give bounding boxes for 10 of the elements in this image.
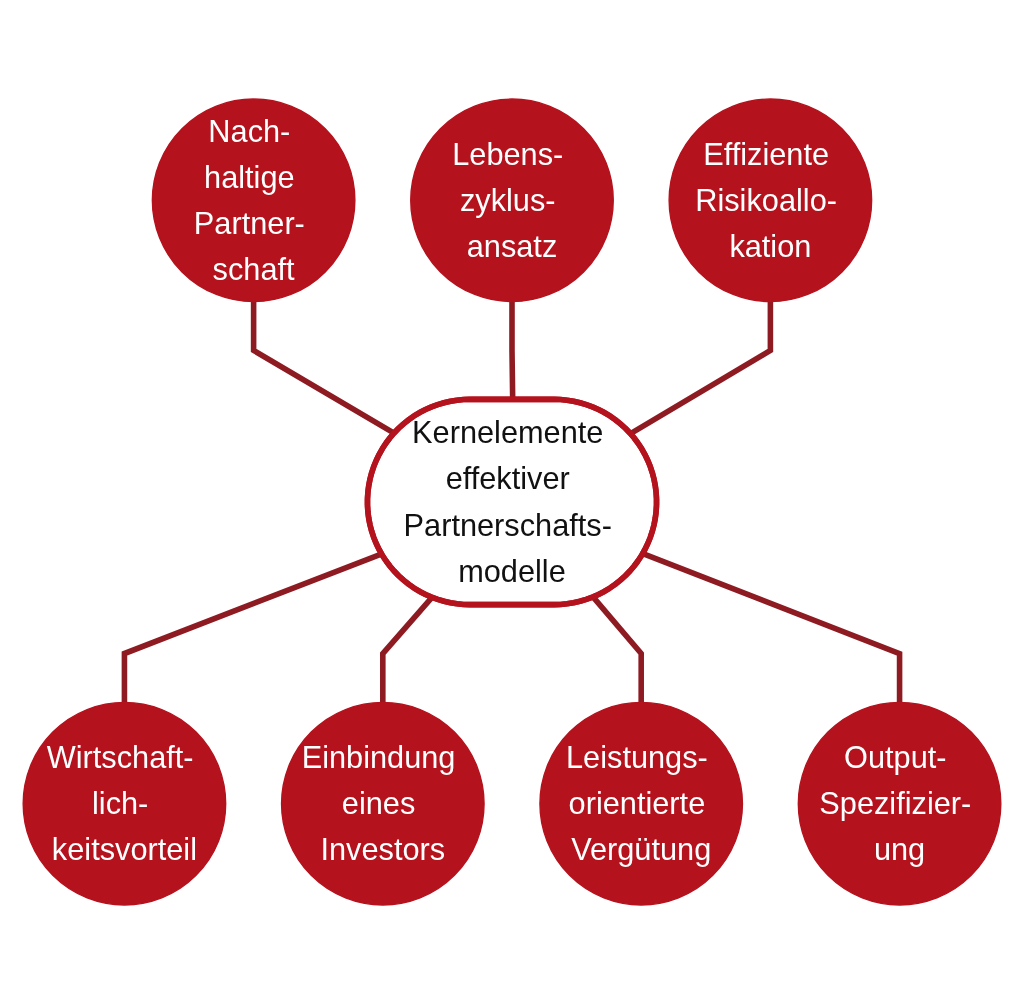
node-circle: Lebens- zyklus- ansatz — [410, 98, 614, 303]
node-circle: Einbindung eines Investors — [280, 701, 485, 906]
node-circle: Wirtschaft- lich- keitsvorteil — [22, 701, 227, 906]
connector — [642, 551, 903, 703]
node-circle: Output- Spezifizier- ung — [797, 701, 1002, 906]
node-circle: Effiziente Risikoallo- kation — [668, 98, 873, 303]
node-circle: Leistungs- orientierte Vergütung — [539, 701, 744, 906]
connector — [629, 301, 774, 436]
node-circle: Nach- haltige Partner- schaft — [151, 98, 356, 303]
connector — [591, 595, 644, 703]
